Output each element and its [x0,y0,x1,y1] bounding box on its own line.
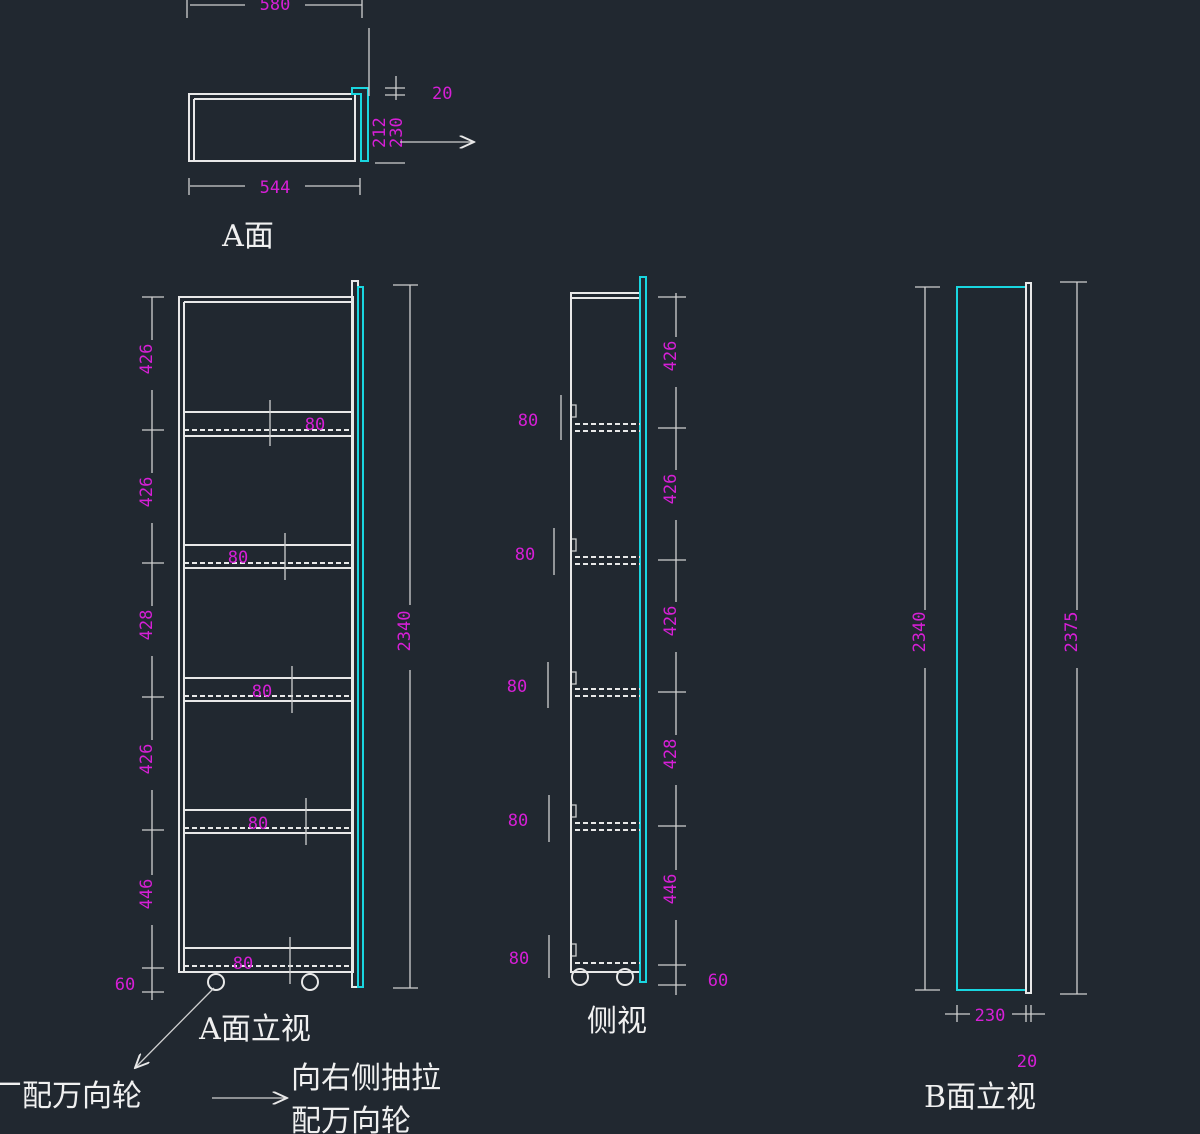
side-shelves [572,404,640,964]
dim-right-5: 446 [661,874,681,905]
dim-left-4: 426 [137,744,157,775]
dim-panel-20: 20 [1017,1052,1037,1072]
caster-wheel [616,968,634,986]
shelf-label-3: 80 [252,682,272,702]
a-elevation: 80 80 80 80 80 426 426 428 426 446 60 23… [115,280,418,1047]
a-shelves [184,411,352,967]
side-view-title: 侧视 [587,1004,647,1039]
shelf-label-2: 80 [228,548,248,568]
plan-view: 580 20 212 230 544 A面 [186,0,474,254]
dim-544: 544 [260,178,291,198]
dim-left-80-4: 80 [508,811,528,831]
pull-note-line1: 向右侧抽拉 [291,1061,441,1096]
dim-left-2: 426 [137,477,157,508]
shelf-label-1: 80 [305,415,325,435]
dim-right-2: 426 [661,474,681,505]
b-elevation-title: B面立视 [924,1080,1036,1115]
dim-right-1: 426 [661,341,681,372]
notes: 厂配万向轮 向右侧抽拉 配万向轮 [0,987,441,1134]
pull-note-line2: 配万向轮 [291,1104,411,1134]
side-view: 80 80 80 80 80 426 426 426 428 446 60 侧视 [507,276,728,1039]
a-elevation-title: A面立视 [198,1012,311,1047]
dim-right-3: 426 [661,606,681,637]
dim-230: 230 [387,117,407,148]
dim-20: 20 [432,84,452,104]
dim-right-4: 428 [661,739,681,770]
dim-height-2375: 2375 [1062,612,1082,653]
dim-height-2340: 2340 [910,612,930,653]
b-elevation: 2340 2375 230 20 B面立视 [910,281,1087,1115]
dim-left-80-1: 80 [518,411,538,431]
caster-wheel [301,973,319,991]
dim-left-80-3: 80 [507,677,527,697]
dim-212: 212 [370,117,390,148]
plan-view-title: A面 [221,219,274,254]
dim-left-6: 60 [115,975,135,995]
shelf-label-4: 80 [248,814,268,834]
dim-left-80-5: 80 [509,949,529,969]
caster-wheel [207,973,225,991]
dim-height-2340: 2340 [395,611,415,652]
dim-bottom-60: 60 [708,971,728,991]
dim-580: 580 [260,0,291,15]
caster-note: 厂配万向轮 [0,1079,142,1114]
dim-left-5: 446 [137,879,157,910]
shelf-label-5: 80 [233,954,253,974]
caster-wheel [571,968,589,986]
dim-left-3: 428 [137,610,157,641]
dim-left-80-2: 80 [515,545,535,565]
dim-width-230: 230 [975,1006,1006,1026]
dim-left-1: 426 [137,344,157,375]
